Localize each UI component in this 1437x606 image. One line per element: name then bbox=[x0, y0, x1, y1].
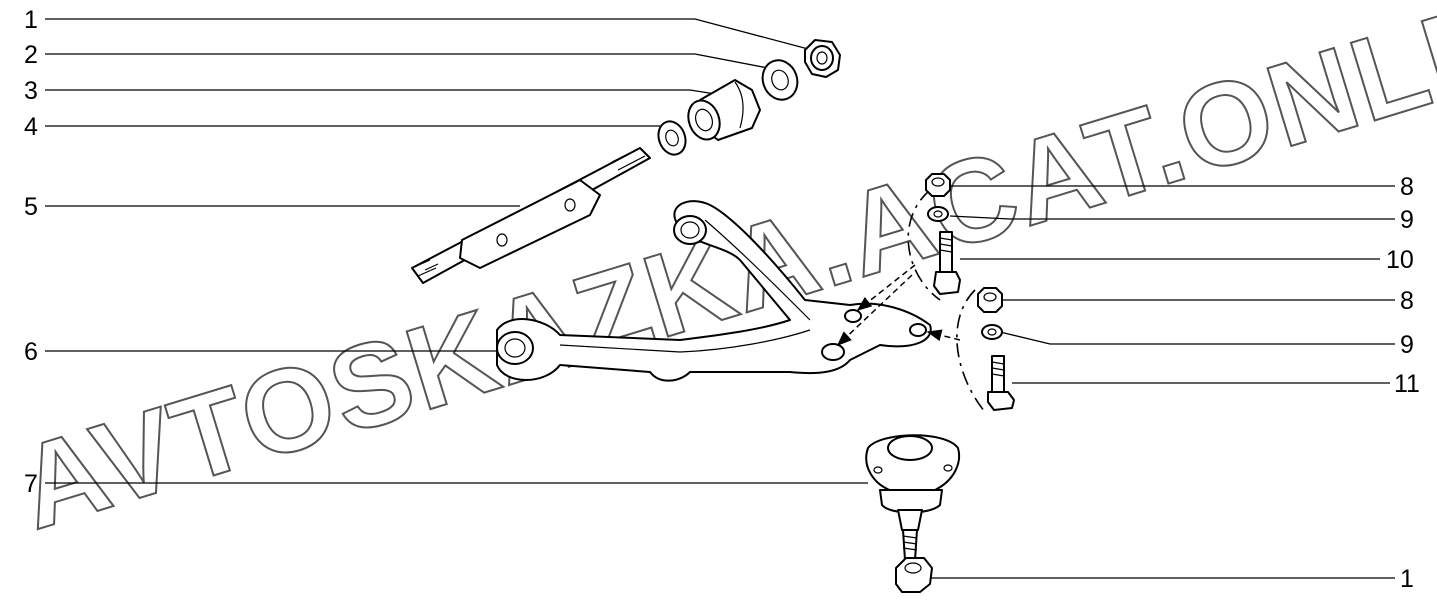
callout-2: 2 bbox=[24, 41, 38, 69]
callout-11: 11 bbox=[1394, 370, 1420, 398]
callout-8-upper: 8 bbox=[1400, 173, 1414, 201]
leader-lines-right bbox=[922, 185, 1395, 579]
washer-part-9-lower bbox=[981, 324, 1003, 340]
callout-1-top: 1 bbox=[24, 6, 38, 34]
nut-part-1-bottom bbox=[895, 557, 933, 593]
nut-part-1-top bbox=[804, 39, 841, 78]
washer-part-2 bbox=[761, 59, 799, 101]
bolt-part-10 bbox=[933, 231, 961, 295]
callout-numbers-left: 1 2 3 4 5 6 7 bbox=[24, 6, 38, 498]
callout-7: 7 bbox=[24, 470, 38, 498]
bolt-part-11 bbox=[987, 355, 1015, 411]
hardware-group-brackets bbox=[907, 189, 986, 413]
shaft-part-5 bbox=[411, 147, 651, 284]
ball-joint-part-7 bbox=[865, 434, 960, 561]
callout-1-bottom: 1 bbox=[1400, 565, 1414, 593]
callout-9-lower: 9 bbox=[1400, 331, 1414, 359]
callout-numbers-right: 8 9 10 8 9 11 1 bbox=[1386, 173, 1420, 593]
watermark-text: AVTOSKAZKA.ACAT.ONLINE bbox=[4, 0, 1437, 555]
callout-4: 4 bbox=[24, 113, 38, 141]
nut-part-8-upper bbox=[925, 173, 951, 197]
callout-10: 10 bbox=[1386, 246, 1414, 274]
callout-6: 6 bbox=[24, 338, 38, 366]
nut-part-8-lower bbox=[977, 287, 1003, 313]
callout-9-upper: 9 bbox=[1400, 206, 1414, 234]
callout-3: 3 bbox=[24, 77, 38, 105]
washer-part-4 bbox=[657, 120, 687, 156]
assembly-arrows bbox=[836, 264, 961, 347]
control-arm-part-6 bbox=[496, 200, 932, 382]
callout-8-lower: 8 bbox=[1400, 287, 1414, 315]
callout-5: 5 bbox=[24, 193, 38, 221]
leader-lines-left bbox=[45, 18, 868, 484]
washer-part-9-upper bbox=[927, 206, 949, 222]
bushing-part-3 bbox=[687, 79, 761, 141]
